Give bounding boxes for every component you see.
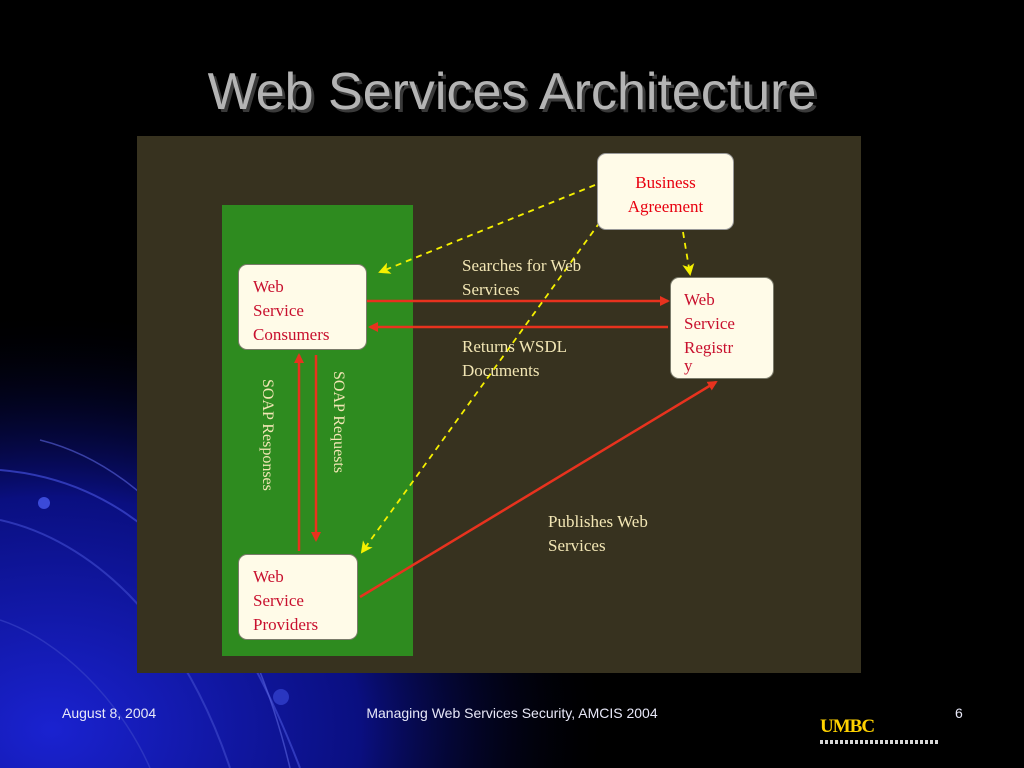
node-label-line: Providers: [253, 615, 319, 634]
node-label-line: Service: [253, 301, 304, 320]
business-agreement-node: Business Agreement: [597, 153, 734, 230]
slide-title: Web Services Architecture: [207, 63, 817, 121]
label-returns-wsdl-documents: Returns WSDL Documents: [462, 335, 567, 383]
label-line: Returns WSDL: [462, 337, 567, 356]
web-service-providers-node: Web Service Providers: [238, 554, 358, 640]
label-line: Services: [462, 280, 520, 299]
footer-presentation-title: Managing Web Services Security, AMCIS 20…: [366, 705, 658, 721]
logo-tagline-decoration: [820, 740, 938, 744]
node-label-line: Registr: [684, 338, 734, 357]
logo-text: UMBC: [820, 716, 875, 737]
node-label-line: Service: [684, 314, 735, 333]
node-label-line: Web: [253, 567, 284, 586]
node-label-line: Business: [635, 173, 696, 192]
node-label-line: y: [684, 356, 693, 375]
node-label-line: Service: [253, 591, 304, 610]
web-service-registry-node: Web Service Registr y: [670, 277, 774, 379]
web-service-consumers-node: Web Service Consumers: [238, 264, 367, 350]
label-line: Services: [548, 536, 606, 555]
label-searches-for-web-services: Searches for Web Services: [462, 254, 581, 302]
node-label-line: Consumers: [253, 325, 330, 344]
node-label-line: Agreement: [627, 197, 704, 216]
label-line: Searches for Web: [462, 256, 582, 275]
umbc-logo: UMBC: [820, 716, 940, 746]
label-soap-requests: SOAP Requests: [330, 371, 347, 474]
label-publishes-web-services: Publishes Web Services: [548, 510, 648, 558]
node-label-line: Web: [253, 277, 284, 296]
footer-page-number: 6: [955, 705, 963, 721]
label-soap-responses: SOAP Responses: [259, 379, 276, 491]
node-label-line: Web: [684, 290, 715, 309]
label-line: Documents: [462, 361, 540, 380]
footer-date: August 8, 2004: [62, 705, 157, 721]
label-line: Publishes Web: [548, 512, 648, 531]
